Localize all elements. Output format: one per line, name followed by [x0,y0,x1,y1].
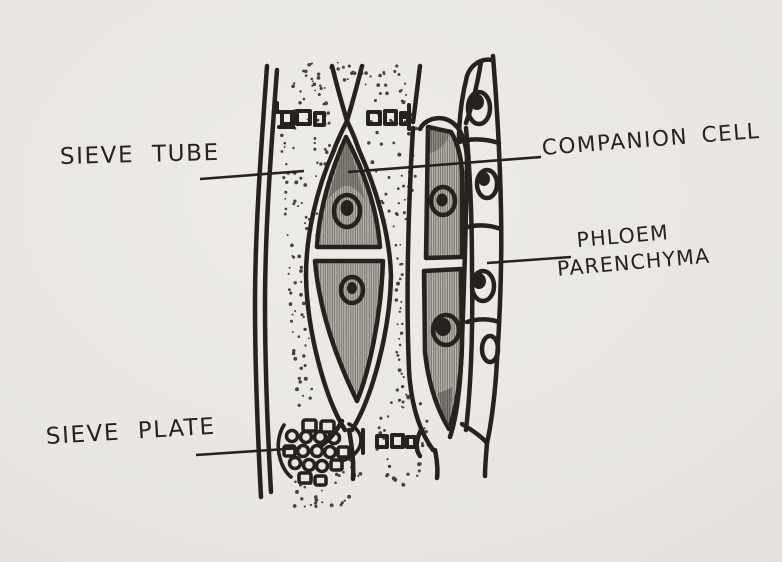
companion-cell-2-lower [421,266,465,432]
companion-cell-1-upper-shadow [328,139,365,200]
sieve-tube-pointer-line [199,169,305,181]
lower-sieve-plate-right [375,433,417,449]
nucleus-ring [428,184,458,218]
sieve-tube-label: SIEVE TUBE [59,139,220,170]
cell-junction-x [329,63,365,153]
upper-sieve-plate-right [366,109,410,126]
phloem-parenchyma-cells [456,53,504,479]
nucleus-dot [347,282,357,294]
companion-cell-1-lower [312,258,386,404]
companion-cell-2-upper-shadow [428,128,450,153]
companion-cell-2-lower-shadow [438,387,452,428]
nucleus-ring [430,312,462,348]
sieve-plate-pointer-line [195,446,302,457]
nucleus-dot [340,200,354,216]
stipple-dots [280,61,431,508]
companion-cell-1-upper [314,134,383,250]
tube2-left-wall-top [410,63,423,125]
sieve-tube-wall-inner [262,67,280,495]
phloem-parenchyma-pointer-line [486,255,572,265]
companion-cell-pointer-line [347,155,542,174]
sieve-tube-wall-outer [252,63,270,500]
nucleus-dot [436,193,448,207]
sieve-plate-pores [276,418,363,487]
nucleus-ring [338,274,366,306]
nucleus-dot [435,318,451,336]
upper-sieve-plate-left [280,109,326,127]
nucleus-ring [331,192,363,230]
